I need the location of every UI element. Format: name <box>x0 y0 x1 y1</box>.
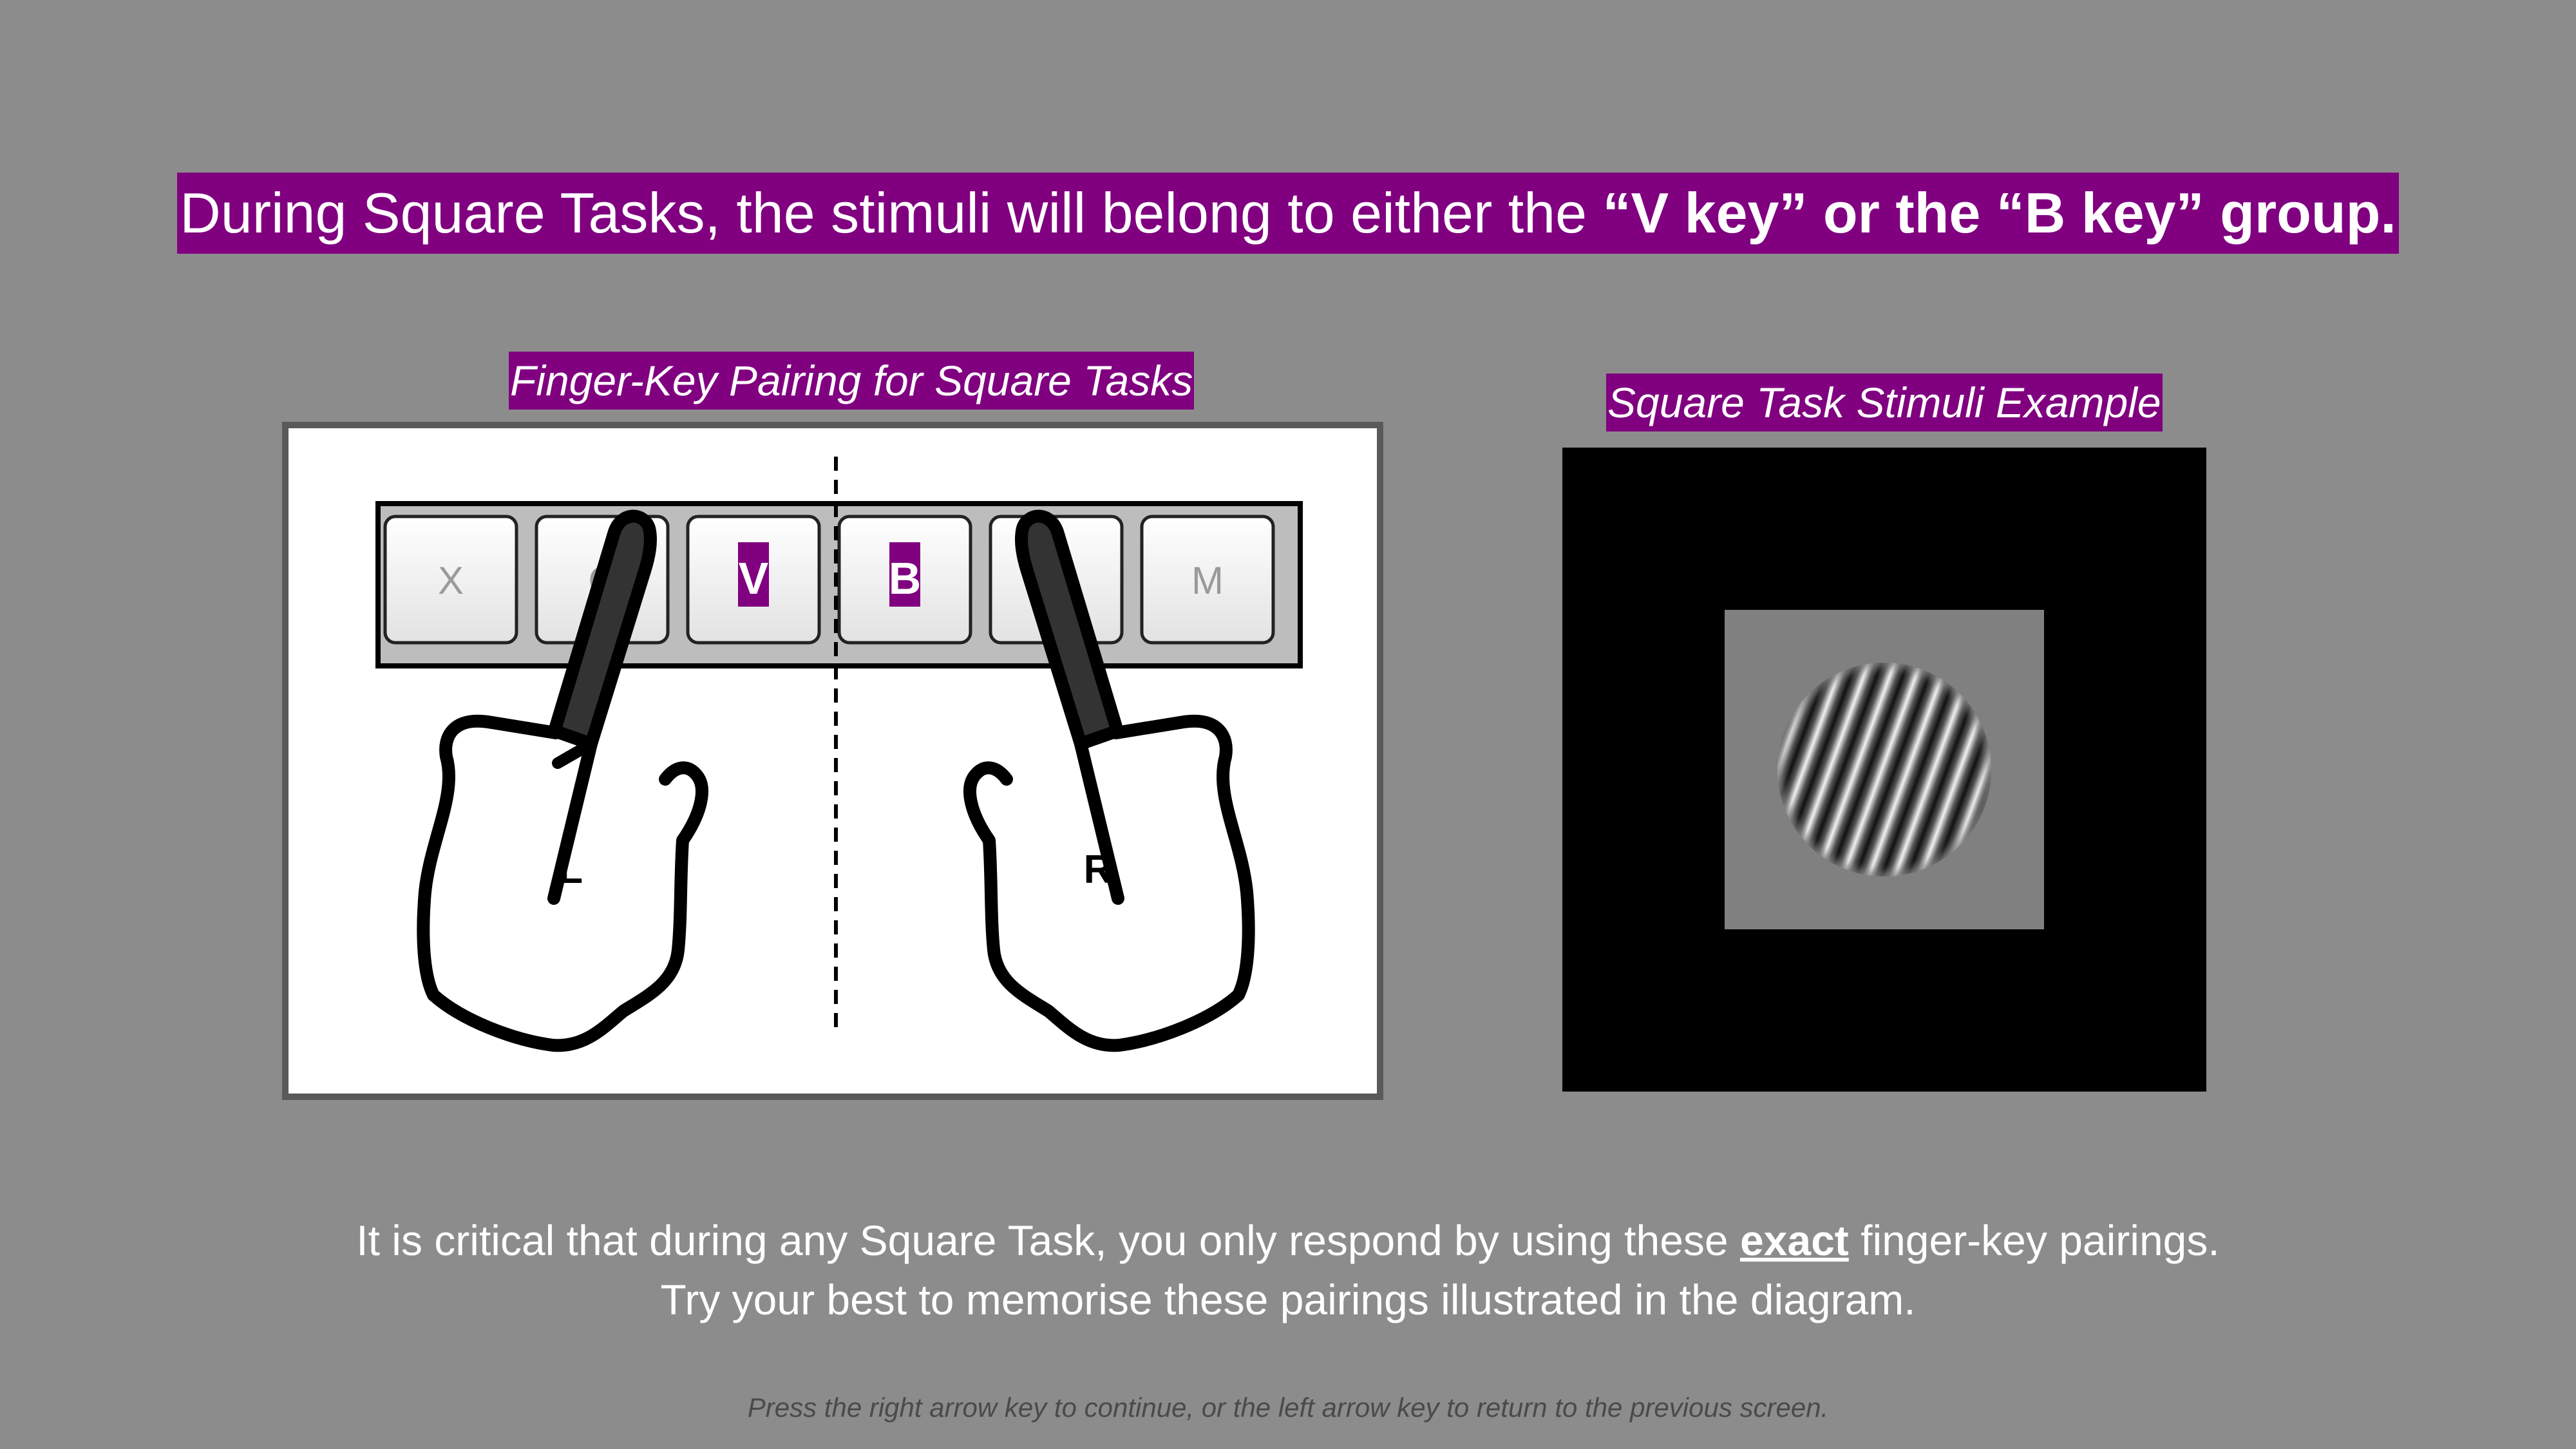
instruction-emphasis: exact <box>1739 1217 1849 1264</box>
finger-key-diagram: XCVBNM L R <box>282 422 1383 1100</box>
instruction-text: It is critical that during any Square Ta… <box>356 1217 1740 1264</box>
key-x <box>383 515 518 645</box>
stimuli-example-caption: Square Task Stimuli Example <box>1606 374 2163 431</box>
title-bold: “V key” or the “B key” group. <box>1602 181 2396 245</box>
left-hand-label: L <box>558 848 583 892</box>
key-highlight-v <box>738 542 769 607</box>
key-m <box>1140 515 1275 645</box>
navigation-hint: Press the right arrow key to continue, o… <box>747 1392 1829 1423</box>
stimulus-example <box>1562 448 2206 1092</box>
page-title: During Square Tasks, the stimuli will be… <box>177 173 2399 254</box>
right-hand-icon <box>963 509 1255 1052</box>
instruction-text-end: finger-key pairings. <box>1848 1217 2220 1264</box>
key-label-x: X <box>438 559 464 602</box>
instruction-line-2: Try your best to memorise these pairings… <box>660 1276 1916 1323</box>
title-wrap: During Square Tasks, the stimuli will be… <box>0 173 2576 254</box>
key-label-m: M <box>1191 559 1224 602</box>
keyboard-hands-illustration: XCVBNM L R <box>375 457 1303 1052</box>
instruction-line-1: It is critical that during any Square Ta… <box>0 1211 2576 1270</box>
finger-key-caption: Finger-Key Pairing for Square Tasks <box>509 352 1195 410</box>
title-prefix: During Square Tasks, the stimuli will be… <box>180 181 1603 245</box>
stimulus-gray-square <box>1725 610 2044 929</box>
left-hand-icon <box>417 509 708 1052</box>
key-label-v: V <box>739 553 769 603</box>
key-label-b: B <box>889 553 922 603</box>
grating-patch <box>1777 663 1991 876</box>
key-highlight-b <box>889 542 920 607</box>
instructions: It is critical that during any Square Ta… <box>0 1211 2576 1329</box>
right-hand-label: R <box>1084 848 1113 892</box>
